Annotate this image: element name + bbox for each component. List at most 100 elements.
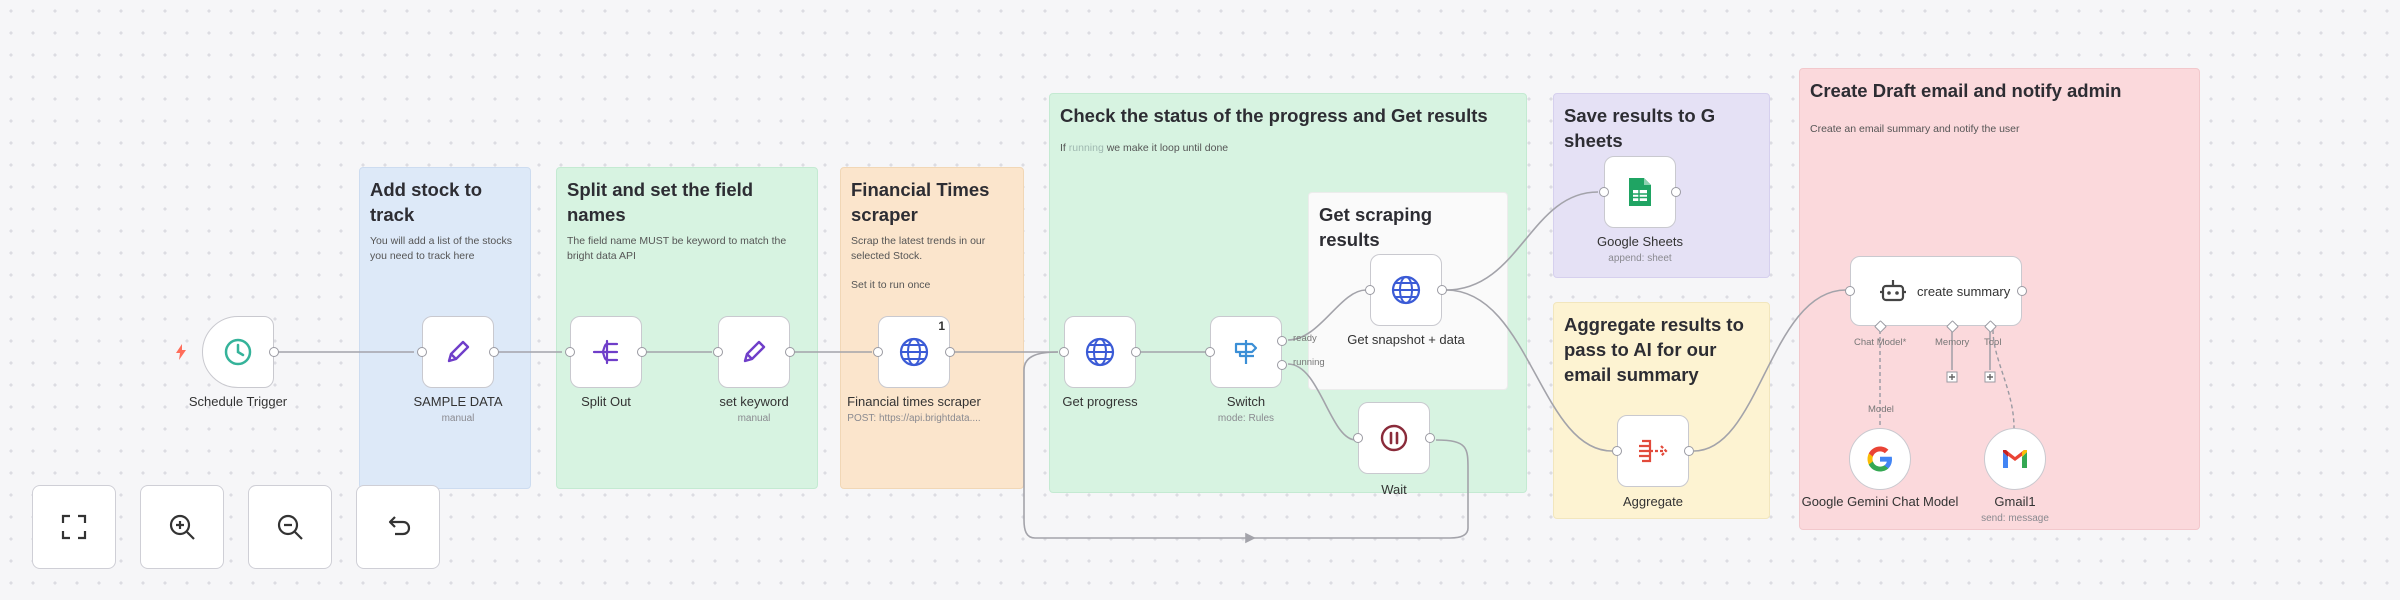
input-port[interactable] [1612,446,1622,456]
sticky-body: If running we make it loop until done [1060,141,1229,154]
add-tool-icon[interactable] [1983,370,1997,384]
node-label: Gmail1 [1994,494,2036,509]
output-port[interactable] [1425,433,1435,443]
input-port[interactable] [1205,347,1215,357]
connection [1287,289,1367,341]
globe-icon [1391,275,1421,305]
pause-icon [1380,424,1408,452]
sticky-add-stock[interactable]: Add stock to track You will add a list o… [359,167,531,489]
output-port[interactable] [1671,187,1681,197]
pencil-icon [447,340,470,363]
sticky-title: Split and set the field names [567,179,754,225]
node-label: SAMPLE DATA [413,394,503,409]
node-create-summary[interactable]: create summary [1845,256,2027,333]
node-get-progress[interactable] [1059,316,1141,388]
sticky-body: You will add a list of the stocks you ne… [370,234,513,263]
node-label: Get snapshot + data [1347,332,1465,347]
sticky-title: Aggregate results to pass to AI for our … [1564,314,1744,385]
output-port-ready[interactable] [1277,336,1287,346]
zoom-out-icon [277,514,303,540]
node-subtitle: POST: https://api.brightdata.... [847,413,981,424]
input-port[interactable] [417,347,427,357]
output-port[interactable] [1437,285,1447,295]
zoom-in-button[interactable] [140,485,224,569]
node-subtitle: mode: Rules [1217,413,1275,424]
sticky-title: Financial Times scraper [851,179,990,225]
output-port[interactable] [785,347,795,357]
node-subtitle: send: message [1981,513,2049,524]
node-google-sheets[interactable] [1599,156,1681,228]
node-set-keyword[interactable] [713,316,795,388]
node-subtitle: append: sheet [1608,253,1672,264]
output-port[interactable] [1684,446,1694,456]
sheets-icon [1629,178,1651,206]
node-gemini-chat-model[interactable] [1849,428,1911,490]
node-split-out[interactable] [565,316,647,388]
input-port[interactable] [1353,433,1363,443]
node-label: Schedule Trigger [188,394,288,409]
connection [1445,289,1613,452]
fullscreen-icon [61,514,87,540]
input-port[interactable] [565,347,575,357]
undo-icon [388,516,411,536]
sticky-title: Save results to G sheets [1564,105,1716,151]
sticky-body: Create an email summary and notify the u… [1810,122,2020,135]
connection-label: Model [1868,404,1894,415]
node-ft-scraper[interactable]: 1 [873,316,955,388]
node-switch[interactable] [1205,316,1287,388]
sticky-body: Scrap the latest trends in our selected … [851,234,986,263]
node-label: Get progress [1062,394,1138,409]
output-port-running[interactable] [1277,360,1287,370]
output-port[interactable] [637,347,647,357]
node-label: Google Sheets [1596,234,1683,249]
ai-port-label: Memory [1935,337,1970,348]
globe-icon [1085,337,1115,367]
node-get-snapshot[interactable] [1365,254,1447,326]
input-port[interactable] [873,347,883,357]
fit-view-button[interactable] [32,485,116,569]
output-port[interactable] [2017,286,2027,296]
sticky-title: Check the status of the progress and Get… [1060,105,1488,126]
input-port[interactable] [1599,187,1609,197]
input-port[interactable] [1845,286,1855,296]
node-schedule-trigger[interactable] [202,316,279,388]
connection [1445,191,1599,291]
output-port[interactable] [269,347,279,357]
sticky-title: Add stock to track [370,179,483,225]
node-wait[interactable] [1353,402,1435,474]
input-port[interactable] [1059,347,1069,357]
node-sample-data[interactable] [417,316,499,388]
google-icon [1867,446,1892,472]
run-count-badge: 1 [938,319,945,333]
robot-icon [1880,280,1906,302]
add-memory-icon[interactable] [1945,370,1959,384]
input-port[interactable] [713,347,723,357]
switch-output-label: ready [1293,333,1317,344]
ai-port-label: Chat Model* [1854,337,1907,348]
node-label: Google Gemini Chat Model [1801,494,1959,509]
output-port[interactable] [945,347,955,357]
connection [1023,351,1469,539]
switch-output-label: running [1293,357,1325,368]
zoom-in-icon [169,514,195,540]
gmail-icon [2003,450,2027,468]
node-label: create summary [1917,283,2011,299]
pencil-icon [743,340,766,363]
connection [1693,289,1847,452]
reset-view-button[interactable] [356,485,440,569]
signpost-icon [1234,340,1258,364]
node-aggregate[interactable] [1612,415,1694,487]
input-port[interactable] [1365,285,1375,295]
output-port[interactable] [489,347,499,357]
sticky-body: The field name MUST be keyword to match … [567,234,787,263]
ai-connection [1992,329,2015,429]
sticky-title: Get scraping results [1319,204,1433,250]
node-label: Wait [1381,482,1407,497]
sticky-aggregate[interactable]: Aggregate results to pass to AI for our … [1553,302,1770,519]
node-gmail[interactable] [1984,428,2046,490]
output-port[interactable] [1131,347,1141,357]
trigger-bolt-icon [176,344,186,360]
zoom-out-button[interactable] [248,485,332,569]
